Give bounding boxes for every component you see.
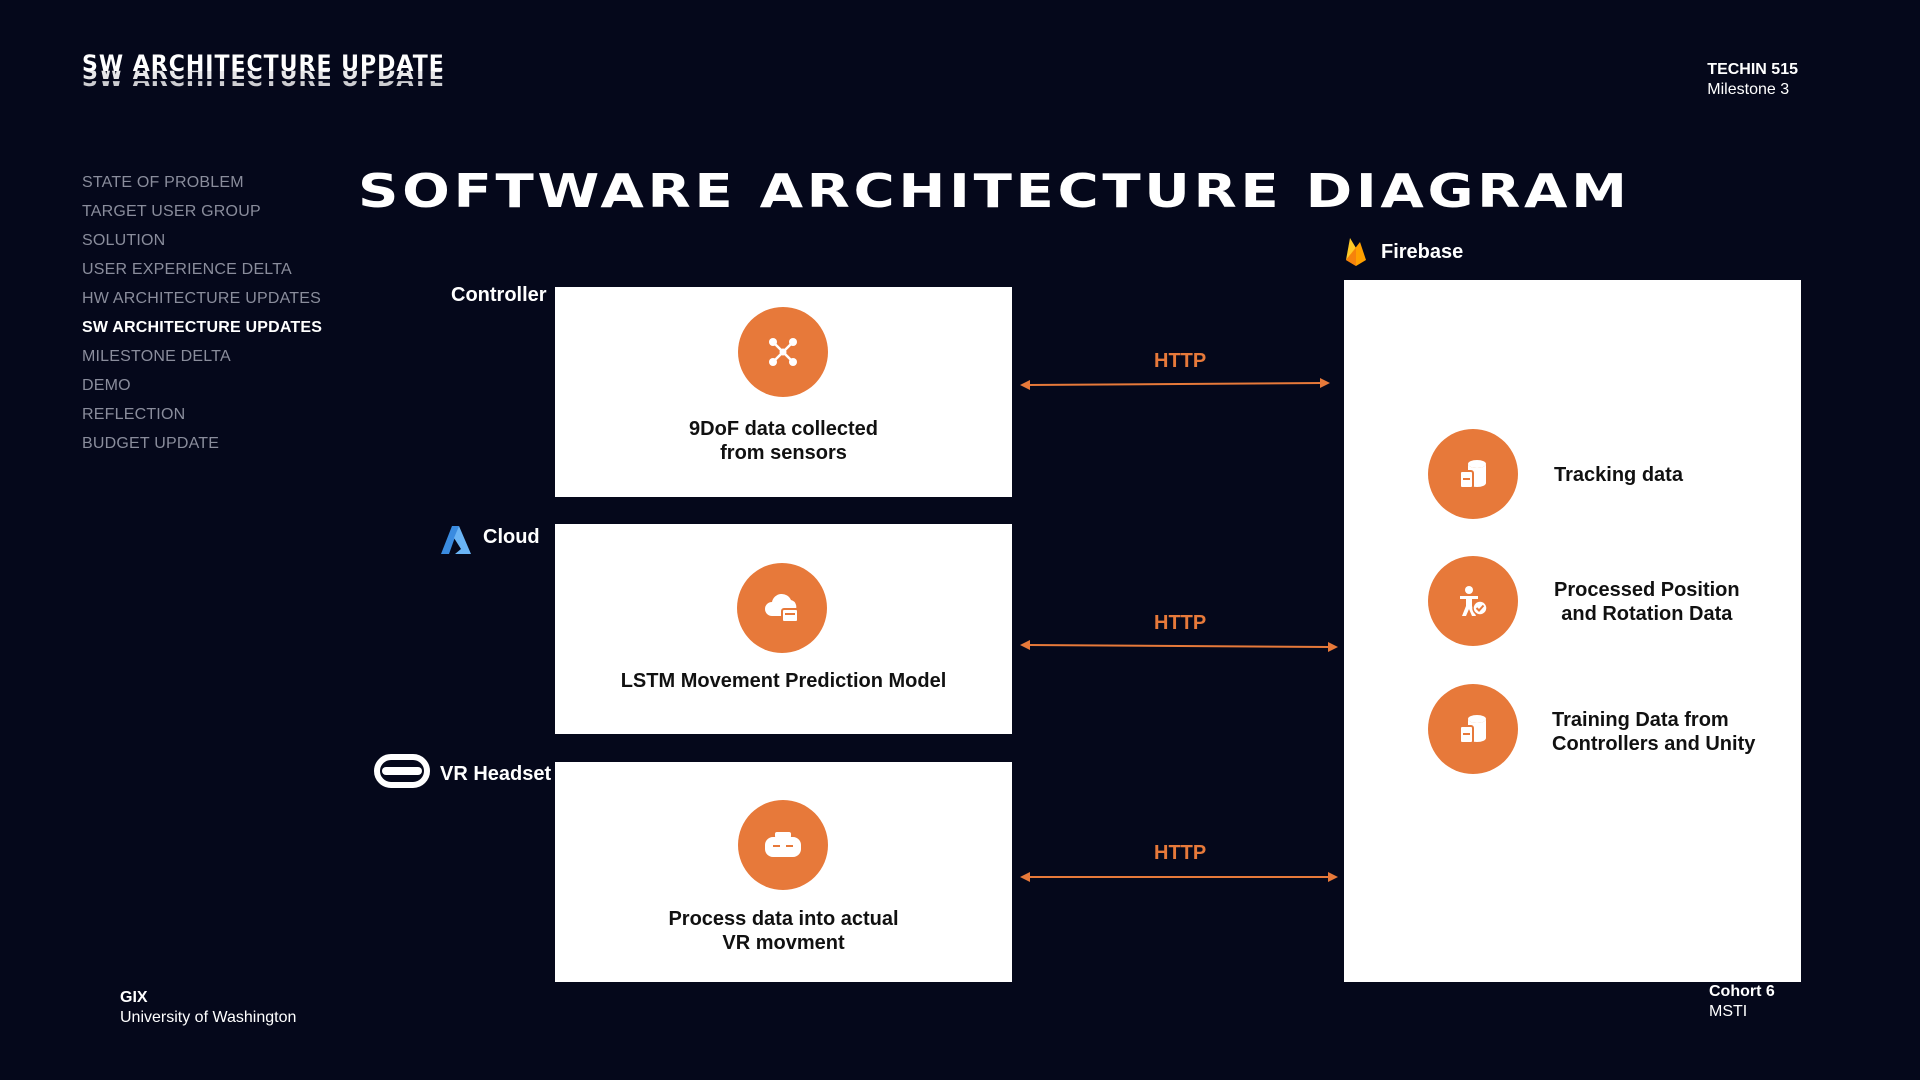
org-name: GIX bbox=[120, 989, 148, 1006]
section-nav: STATE OF PROBLEM TARGET USER GROUP SOLUT… bbox=[82, 168, 322, 458]
logo-text-echo: SW ARCHITECTURE UPDATE bbox=[82, 60, 445, 85]
nav-item-reflection[interactable]: REFLECTION bbox=[82, 406, 186, 423]
nav-item-demo[interactable]: DEMO bbox=[82, 377, 131, 394]
azure-icon bbox=[441, 526, 471, 559]
vr-text-1: Process data into actual bbox=[668, 908, 899, 930]
processed-line-1: Processed Position bbox=[1554, 579, 1740, 601]
database-icon bbox=[1428, 684, 1518, 774]
vr-text-2: VR movment bbox=[722, 932, 845, 954]
footer-cohort: Cohort 6 MSTI bbox=[1709, 982, 1775, 1022]
training-line-1: Training Data from bbox=[1552, 709, 1729, 731]
oculus-icon bbox=[374, 754, 430, 793]
arrow-cloud-firebase bbox=[1027, 644, 1331, 648]
vr-headset-label: VR Headset bbox=[440, 763, 552, 785]
database-icon bbox=[1428, 429, 1518, 519]
page-title: SOFTWARE ARCHITECTURE DIAGRAM bbox=[358, 164, 1631, 218]
footer-org: GIX University of Washington bbox=[120, 988, 296, 1028]
firebase-item-processed: Processed Position and Rotation Data bbox=[1554, 578, 1740, 626]
nav-item-hw-architecture-updates[interactable]: HW ARCHITECTURE UPDATES bbox=[82, 290, 321, 307]
logo-text-echo-2: SW ARCHITECTURE UPDATE bbox=[82, 67, 445, 92]
person-check-icon bbox=[1428, 556, 1518, 646]
nav-item-sw-architecture-updates[interactable]: SW ARCHITECTURE UPDATES bbox=[82, 319, 323, 336]
controller-label: Controller bbox=[451, 284, 547, 306]
nav-item-solution[interactable]: SOLUTION bbox=[82, 232, 166, 249]
nav-item-user-experience-delta[interactable]: USER EXPERIENCE DELTA bbox=[82, 261, 292, 278]
milestone-label: Milestone 3 bbox=[1707, 81, 1790, 98]
university-name: University of Washington bbox=[120, 1009, 297, 1026]
cloud-box: LSTM Movement Prediction Model bbox=[555, 524, 1012, 734]
cloud-text: LSTM Movement Prediction Model bbox=[620, 670, 947, 692]
arrow-controller-firebase bbox=[1027, 382, 1323, 386]
processed-line-2: and Rotation Data bbox=[1561, 603, 1733, 625]
controller-box: 9DoF data collected from sensors bbox=[555, 287, 1012, 497]
firebase-label: Firebase bbox=[1381, 241, 1464, 263]
program-label: MSTI bbox=[1709, 1003, 1748, 1020]
firebase-item-training: Training Data from Controllers and Unity bbox=[1552, 708, 1755, 756]
http-label-3: HTTP bbox=[1154, 842, 1207, 864]
http-label-2: HTTP bbox=[1154, 612, 1207, 634]
training-line-2: Controllers and Unity bbox=[1552, 733, 1756, 755]
controller-text-2: from sensors bbox=[720, 442, 847, 464]
logo: SW ARCHITECTURE UPDATE SW ARCHITECTURE U… bbox=[82, 54, 444, 92]
course-code: TECHIN 515 bbox=[1707, 61, 1798, 78]
cloud-database-icon bbox=[737, 563, 827, 653]
firebase-item-tracking: Tracking data bbox=[1554, 464, 1683, 486]
firebase-icon bbox=[1344, 236, 1368, 273]
firebase-box: Tracking data Processed Position and Rot… bbox=[1344, 280, 1801, 982]
nav-item-milestone-delta[interactable]: MILESTONE DELTA bbox=[82, 348, 231, 365]
nav-item-budget-update[interactable]: BUDGET UPDATE bbox=[82, 435, 220, 452]
cohort-label: Cohort 6 bbox=[1709, 983, 1775, 1000]
controller-text-1: 9DoF data collected bbox=[689, 418, 878, 440]
nav-item-target-user-group[interactable]: TARGET USER GROUP bbox=[82, 203, 261, 220]
vr-goggles-icon bbox=[738, 800, 828, 890]
vr-box: Process data into actual VR movment bbox=[555, 762, 1012, 982]
cloud-label: Cloud bbox=[483, 526, 540, 548]
course-info: TECHIN 515 Milestone 3 bbox=[1707, 60, 1798, 100]
http-label-1: HTTP bbox=[1154, 350, 1207, 372]
logo-text: SW ARCHITECTURE UPDATE bbox=[82, 52, 445, 77]
network-nodes-icon bbox=[738, 307, 828, 397]
nav-item-state-of-problem[interactable]: STATE OF PROBLEM bbox=[82, 174, 244, 191]
